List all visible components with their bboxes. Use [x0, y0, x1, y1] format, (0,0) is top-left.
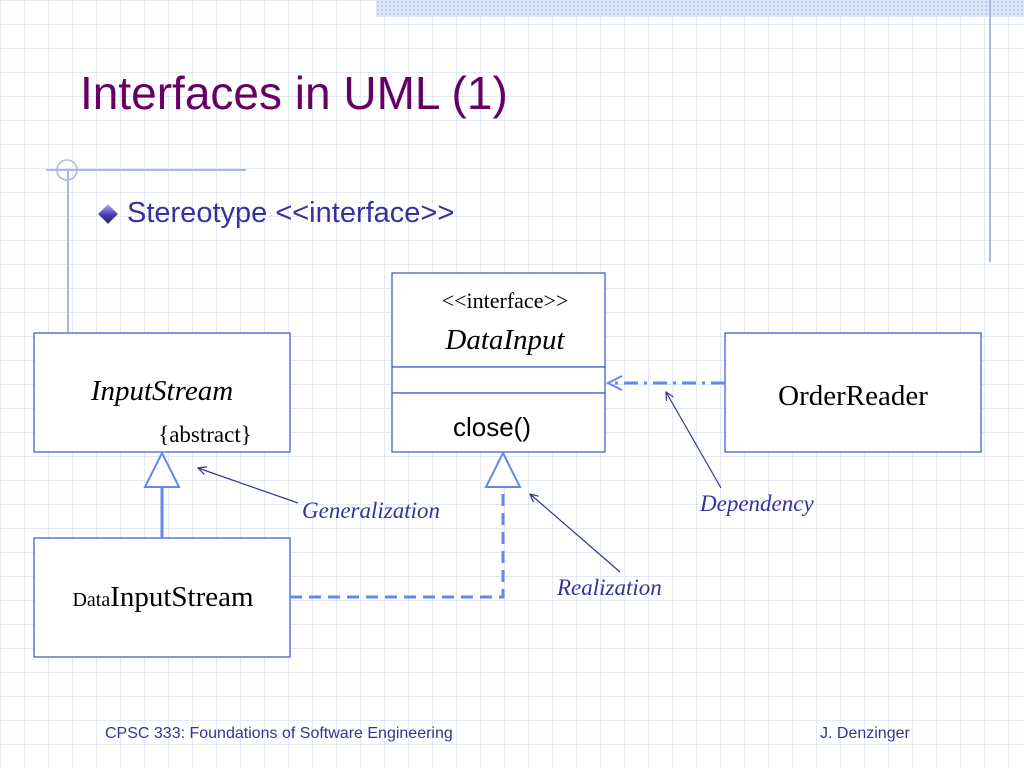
left-vertical-rule — [67, 170, 69, 332]
orderreader-class-box — [724, 332, 982, 453]
orderreader-class-name: OrderReader — [778, 380, 928, 412]
datainputstream-prefix: Data — [72, 589, 110, 611]
datainput-interface-name: DataInput — [444, 324, 565, 356]
datainput-stereotype: <<interface>> — [442, 288, 569, 313]
realization-line — [290, 487, 505, 599]
datainput-operation: close() — [453, 412, 531, 442]
realization-arrowhead — [484, 450, 522, 488]
footer-course: CPSC 333: Foundations of Software Engine… — [105, 725, 453, 742]
datainputstream-class-box — [33, 537, 291, 658]
realization-label: Realization — [556, 575, 662, 600]
datainputstream-class[interactable]: DataInputStream — [33, 537, 291, 658]
inputstream-constraint: {abstract} — [158, 422, 252, 447]
realization-pointer — [530, 494, 621, 573]
page-title: Interfaces in UML (1) — [80, 67, 508, 119]
datainputstream-suffix: InputStream — [110, 581, 254, 613]
generalization-label: Generalization — [302, 498, 440, 523]
inputstream-class-name: InputStream — [90, 375, 233, 407]
generalization-arrowhead — [143, 450, 181, 488]
datainput-interface[interactable]: <<interface>> DataInput close() — [391, 272, 606, 453]
orderreader-class[interactable]: OrderReader — [724, 332, 982, 453]
left-horizontal-rule — [46, 169, 246, 171]
datainput-attribute-compartment — [391, 366, 606, 394]
header-dotted-band — [376, 0, 1024, 17]
dependency-label: Dependency — [699, 491, 814, 516]
footer-author: J. Denzinger — [820, 725, 910, 742]
inputstream-class[interactable]: InputStream {abstract} — [33, 332, 291, 453]
bullet-item: Stereotype <<interface>> — [98, 197, 454, 230]
right-vertical-rule — [989, 0, 991, 262]
inputstream-class-box — [33, 332, 291, 453]
generalization-pointer — [198, 468, 299, 504]
datainputstream-class-name: DataInputStream — [72, 581, 254, 613]
datainput-name-compartment — [391, 272, 606, 368]
dependency-pointer — [666, 392, 722, 489]
datainput-operation-compartment — [391, 392, 606, 453]
dependency-arrowhead — [605, 375, 623, 391]
bullet-text: Stereotype <<interface>> — [127, 197, 455, 229]
